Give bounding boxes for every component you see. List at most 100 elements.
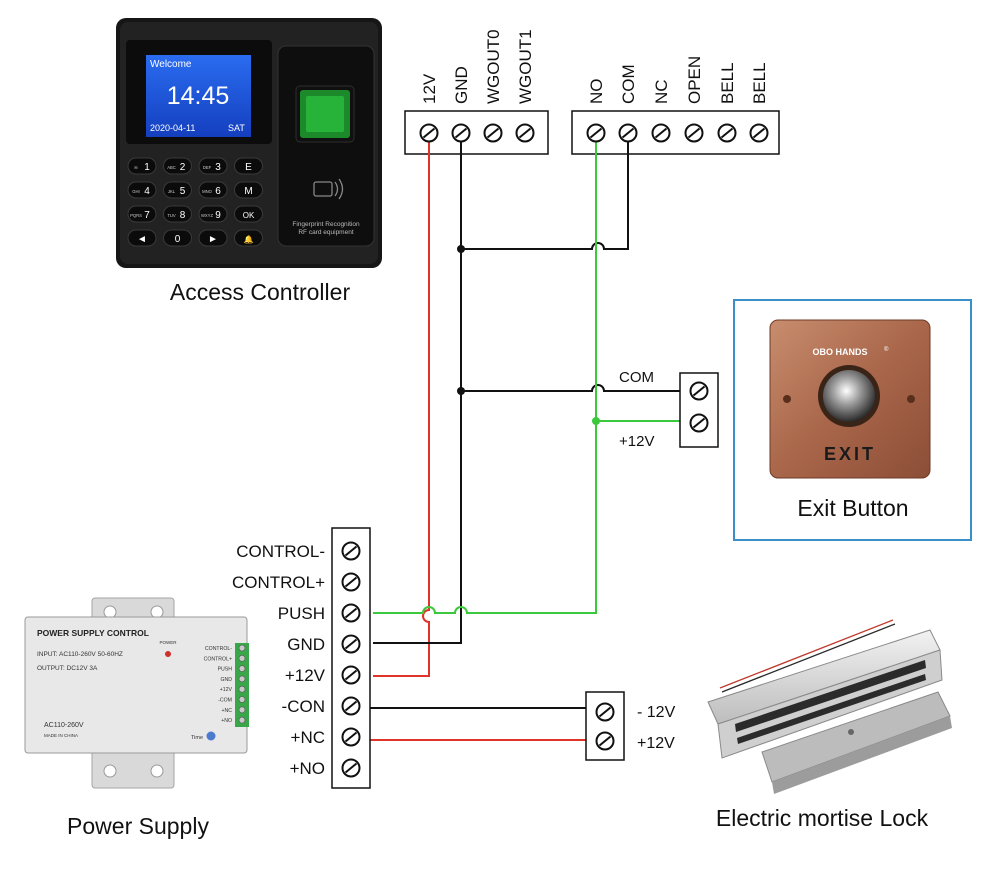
- psu-terminal-screw: [341, 572, 361, 592]
- mount-hole: [150, 764, 164, 778]
- terminal-screw: [717, 123, 737, 143]
- key-sublabel: PQRS: [130, 213, 142, 218]
- time-knob[interactable]: [206, 731, 216, 741]
- key-label: E: [245, 162, 252, 173]
- junction-dot: [457, 387, 465, 395]
- psu-terminal-screw: [341, 758, 361, 778]
- psu-device-terminal-label: +NC: [221, 708, 232, 714]
- exit-button-device: OBO HANDS ® EXIT: [769, 319, 931, 479]
- key-label: 0: [175, 234, 181, 245]
- lock-lead-black: [721, 623, 896, 693]
- keypad-key: [234, 157, 263, 175]
- junction-dot: [457, 245, 465, 253]
- psu-terminal-label: CONTROL+: [232, 573, 325, 592]
- screw-left: [783, 395, 791, 403]
- wire-gnd: [373, 132, 462, 644]
- controller-terminal-block-right: [571, 110, 780, 155]
- terminal-screw: [451, 123, 471, 143]
- psu-device-terminal-label: -COM: [218, 698, 232, 704]
- lock-magnet-face: [735, 660, 926, 732]
- lock-terminal-screw: [595, 731, 615, 751]
- terminal-screw: [618, 123, 638, 143]
- psu-made: MADE IN CHINA: [44, 733, 78, 738]
- lock-terminal-screw: [595, 702, 615, 722]
- key-label: 8: [180, 210, 186, 221]
- psu-output: OUTPUT: DC12V 3A: [37, 665, 98, 672]
- terminal-label: WGOUT1: [516, 29, 535, 104]
- psu-terminal-label: +12V: [285, 666, 326, 685]
- key-label: 7: [144, 210, 150, 221]
- psu-terminal-screw: [341, 727, 361, 747]
- psu-terminal-screw: [341, 634, 361, 654]
- keypad-key: [163, 205, 192, 223]
- keypad-key: [234, 181, 263, 199]
- psu-terminal-label: PUSH: [278, 604, 325, 623]
- psu-terminal-screw: [341, 541, 361, 561]
- psu-terminal-screw: [341, 603, 361, 623]
- screen-time: 14:45: [167, 82, 230, 110]
- mount-hole: [103, 605, 117, 619]
- keypad-key: [234, 229, 263, 247]
- wire-push: [373, 132, 597, 614]
- psu-terminal-label: GND: [287, 635, 325, 654]
- push-button: [823, 370, 875, 422]
- screw-right: [907, 395, 915, 403]
- psu-device-terminal-screw: [238, 675, 246, 683]
- terminal-screw: [749, 123, 769, 143]
- key-label: ►: [208, 234, 218, 245]
- psu-device-terminal-label: +NO: [221, 718, 232, 724]
- psu-terminal-label: -CON: [282, 697, 325, 716]
- terminal-screw: [515, 123, 535, 143]
- psu-device-terminal-screw: [238, 716, 246, 724]
- key-label: ◄: [137, 234, 147, 245]
- psu-device-terminal-screw: [238, 685, 246, 693]
- mount-hole: [103, 764, 117, 778]
- lock-terminal-label-plus: +12V: [637, 735, 675, 752]
- psu-ac: AC110-260V: [44, 722, 84, 729]
- lock-lead-red: [719, 619, 894, 689]
- key-label: 4: [144, 186, 150, 197]
- psu-device-terminal-screw: [238, 665, 246, 672]
- key-sublabel: MNO: [202, 189, 213, 194]
- key-label: 🔔: [244, 235, 254, 244]
- lcd-screen: [146, 55, 251, 137]
- terminal-screw: [684, 123, 704, 143]
- psu-terminal-label: +NO: [290, 759, 325, 778]
- power-supply-device: POWER SUPPLY CONTROL INPUT: AC110-260V 5…: [24, 597, 249, 789]
- psu-device-terminal-screw: [238, 654, 246, 662]
- psu-device-terminal-screw: [238, 696, 246, 703]
- psu-device-terminal-label: PUSH: [218, 667, 233, 673]
- keypad-key: [234, 205, 263, 223]
- key-sublabel: WXYZ: [201, 213, 214, 218]
- psu-power-label: POWER: [159, 640, 177, 645]
- title-exit-button: Exit Button: [797, 495, 908, 521]
- terminal-screw: [483, 123, 503, 143]
- terminal-label: 12V: [420, 73, 439, 104]
- psu-green-terminal: [235, 643, 249, 727]
- key-label: 3: [215, 162, 221, 173]
- psu-device-terminal-screw: [238, 644, 246, 652]
- plate-hole: [848, 729, 854, 735]
- sensor-caption-1: Fingerprint Recognition: [292, 221, 360, 228]
- terminal-screw: [586, 123, 606, 143]
- access-controller-device: Welcome 14:45 2020-04-11 SAT Fingerprint…: [116, 18, 382, 268]
- fingerprint-panel: [277, 45, 375, 247]
- terminal-label: COM: [619, 64, 638, 104]
- terminal-label: NO: [587, 79, 606, 105]
- key-sublabel: TUV: [167, 213, 176, 218]
- psu-device-terminal-label: CONTROL-: [205, 646, 232, 652]
- screen-date: 2020-04-11: [150, 123, 195, 133]
- keypad-key: [127, 157, 157, 175]
- key-sublabel: ✉: [134, 165, 138, 170]
- screen-day: SAT: [228, 123, 245, 133]
- psu-terminal-screw: [341, 665, 361, 685]
- exit-brand-mark: ®: [884, 346, 889, 353]
- psu-title: POWER SUPPLY CONTROL: [37, 628, 149, 638]
- key-label: 2: [180, 162, 186, 173]
- psu-device-terminal-label: +12V: [220, 687, 233, 693]
